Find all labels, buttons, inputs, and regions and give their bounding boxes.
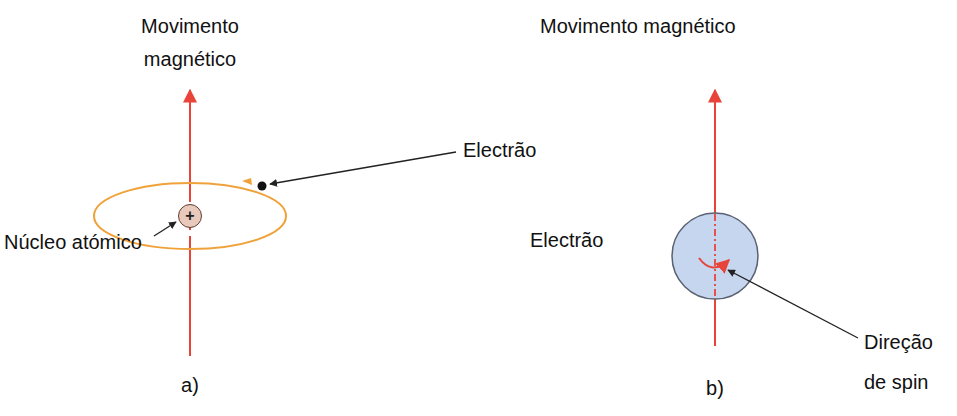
node-text: + xyxy=(185,208,194,224)
leader-line xyxy=(728,270,858,338)
leader-line xyxy=(270,152,456,184)
spin-arrow xyxy=(699,258,729,268)
part-label: Electrão xyxy=(530,228,603,252)
electron-sphere xyxy=(672,213,758,299)
figure-label: b) xyxy=(706,376,724,400)
figure-label: a) xyxy=(181,373,199,397)
part-label: Direção de spin xyxy=(864,322,952,402)
axis-dash xyxy=(714,214,716,298)
axis-label: Movimento magnético xyxy=(540,14,736,38)
magnetic-axis xyxy=(714,90,716,346)
orbit-direction xyxy=(242,178,252,185)
part-label: Núcleo atómico xyxy=(4,230,142,254)
leader-line xyxy=(154,222,176,236)
atomic-nucleus: + xyxy=(178,204,202,228)
electron-dot xyxy=(258,182,267,191)
part-label: Electrão xyxy=(463,138,536,162)
axis-label: Movimento magnético xyxy=(120,10,260,76)
